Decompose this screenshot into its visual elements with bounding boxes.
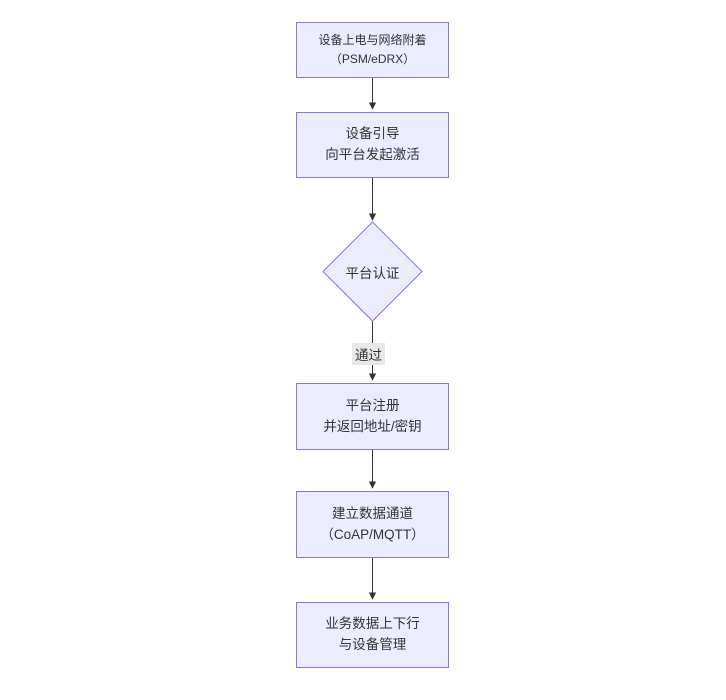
node-data-channel-line1: 建立数据通道 xyxy=(332,505,413,521)
node-power-attach-line1: 设备上电与网络附着 xyxy=(318,32,427,47)
node-bootstrap-line2: 向平台发起激活 xyxy=(325,147,420,162)
node-bootstrap: 设备引导 向平台发起激活 xyxy=(296,112,449,178)
node-power-attach: 设备上电与网络附着 （PSM/eDRX） xyxy=(296,22,449,78)
node-register: 平台注册 并返回地址/密钥 xyxy=(296,383,449,450)
edge-label-pass: 通过 xyxy=(352,343,385,365)
node-business-data-line2: 与设备管理 xyxy=(338,637,407,652)
node-register-line1: 平台注册 xyxy=(345,397,400,413)
node-register-line2: 并返回地址/密钥 xyxy=(323,418,422,434)
decision-platform-auth-label: 平台认证 xyxy=(345,266,400,281)
node-power-attach-line2: （PSM/eDRX） xyxy=(329,52,416,66)
node-bootstrap-line1: 设备引导 xyxy=(345,126,400,142)
node-data-channel: 建立数据通道 （CoAP/MQTT） xyxy=(296,491,449,558)
node-business-data: 业务数据上下行 与设备管理 xyxy=(296,602,449,668)
node-data-channel-line2: （CoAP/MQTT） xyxy=(320,526,425,542)
node-business-data-line1: 业务数据上下行 xyxy=(325,616,420,632)
